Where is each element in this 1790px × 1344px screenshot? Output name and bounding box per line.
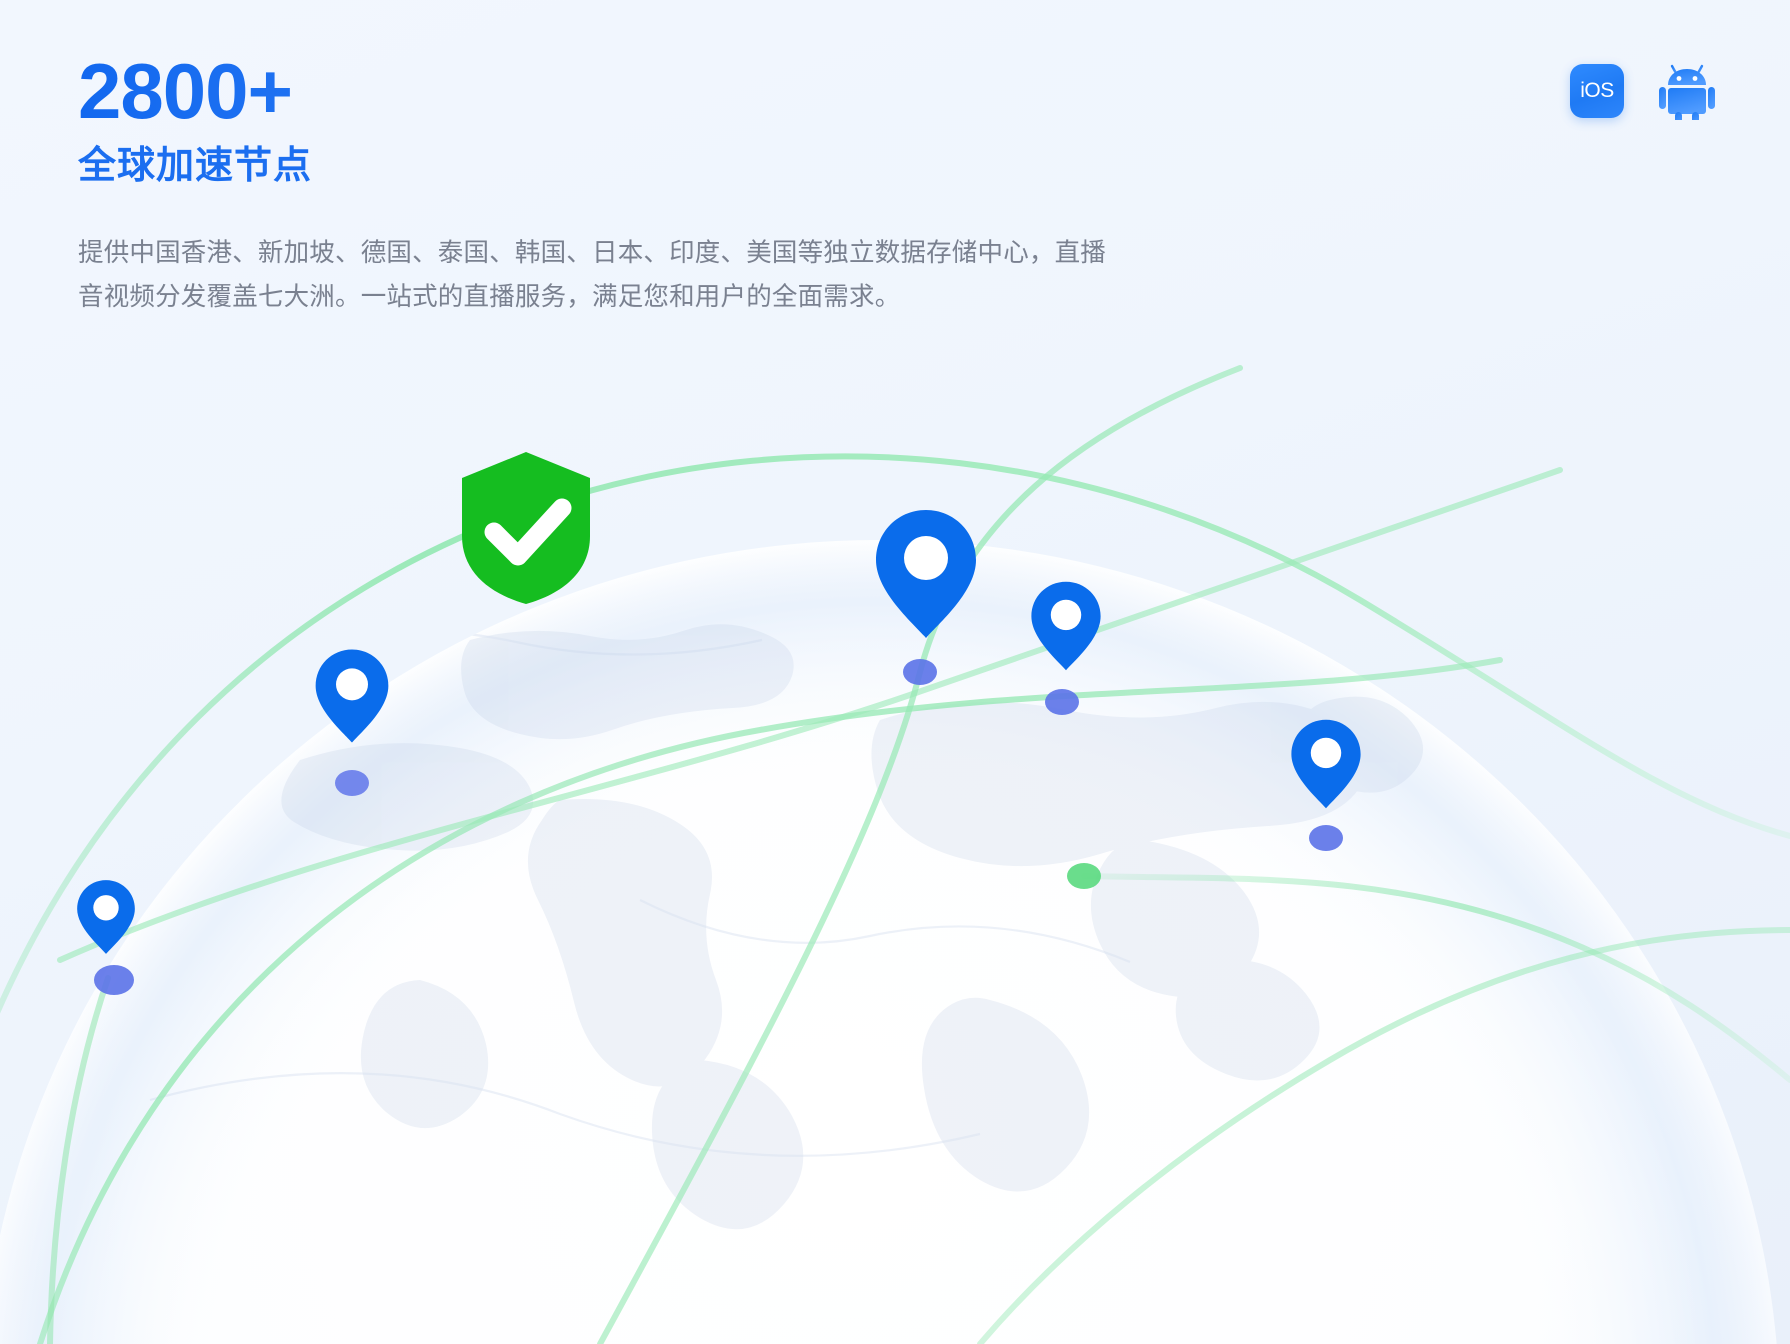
map-pin-icon <box>77 880 135 954</box>
network-arcs <box>0 365 1790 1344</box>
android-icon <box>1659 64 1715 120</box>
hero-description: 提供中国香港、新加坡、德国、泰国、韩国、日本、印度、美国等独立数据存储中心，直播… <box>78 238 1107 311</box>
map-pin-europe-west <box>314 648 390 744</box>
ios-badge-label: iOS <box>1580 79 1614 102</box>
platform-badges: iOS <box>1570 60 1718 122</box>
node-asia <box>903 659 937 685</box>
node-green <box>1067 863 1101 889</box>
node-europe <box>335 770 369 796</box>
hero-copy-block: 2800+ 全球加速节点 提供中国香港、新加坡、德国、泰国、韩国、日本、印度、美… <box>78 52 1138 320</box>
stat-label: 全球加速节点 <box>78 145 313 187</box>
map-pin-asia-northeast <box>1030 580 1102 672</box>
android-badge[interactable] <box>1656 60 1718 122</box>
map-pin-icon <box>315 649 389 743</box>
map-pin-asia-east <box>874 508 978 640</box>
map-pin-icon <box>876 510 976 638</box>
network-nodes <box>94 659 1343 995</box>
map-pin-icon <box>1031 581 1101 671</box>
shield-check-marker <box>458 450 594 606</box>
map-pin-atlantic <box>76 878 136 956</box>
shield-check-icon <box>462 452 590 604</box>
stat-number: 2800+ <box>78 52 1138 130</box>
globe-sphere <box>0 540 1777 1344</box>
map-pin-icon <box>1291 719 1361 809</box>
node-japan <box>1045 689 1079 715</box>
node-americas <box>1309 825 1343 851</box>
node-atlantic <box>94 965 134 995</box>
map-pin-americas <box>1290 718 1362 810</box>
ios-badge[interactable]: iOS <box>1570 64 1624 118</box>
